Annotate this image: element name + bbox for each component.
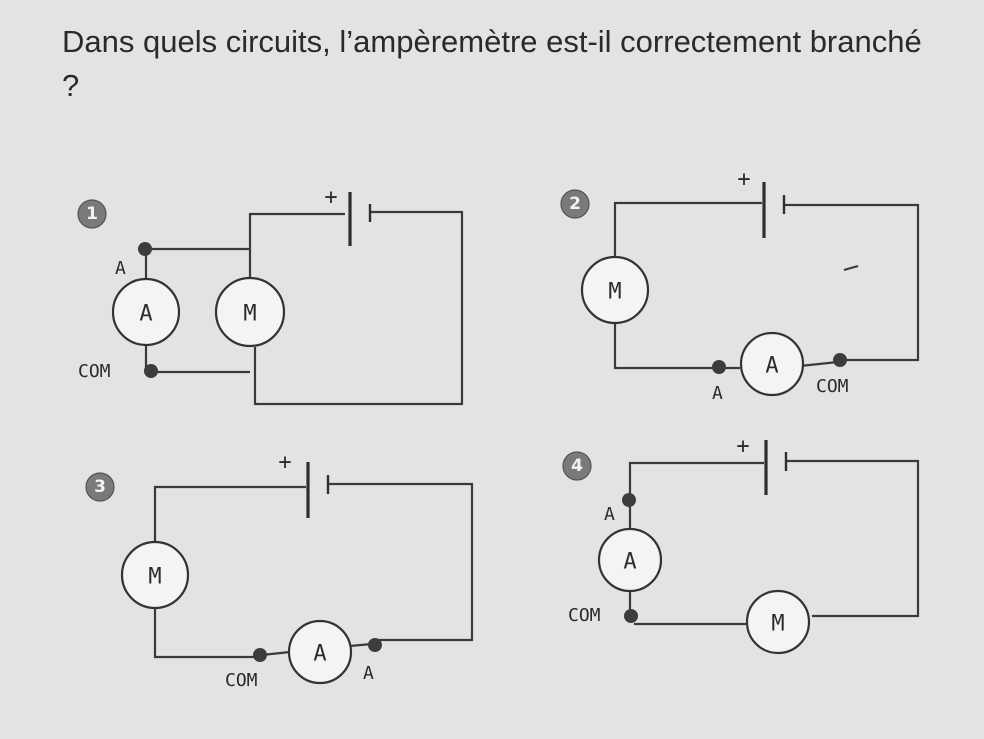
circuit-1-battery: + bbox=[324, 185, 372, 246]
circuit-4-com-label: COM bbox=[568, 605, 601, 626]
circuit-1-motor: M bbox=[214, 276, 286, 348]
circuit-3-wires bbox=[153, 482, 474, 659]
circuit-2-plus-label: + bbox=[737, 167, 750, 192]
circuit-2-terminal-a bbox=[712, 360, 726, 374]
circuit-3-battery: + bbox=[278, 450, 330, 518]
circuit-4-plus-label: + bbox=[736, 434, 749, 459]
circuit-1-terminal-com bbox=[144, 364, 158, 378]
circuit-4-terminal-com bbox=[624, 609, 638, 623]
circuit-4-terminal-a bbox=[622, 493, 636, 507]
circuit-1-plus-label: + bbox=[324, 185, 337, 210]
circuit-4-battery: + bbox=[736, 434, 788, 495]
circuit-1-a-label: A bbox=[115, 258, 126, 279]
circuit-1-com-label: COM bbox=[78, 361, 111, 382]
circuit-2-terminal-com bbox=[833, 353, 847, 367]
circuit-1-terminal-a bbox=[138, 242, 152, 256]
circuit-2-motor: M bbox=[580, 255, 650, 325]
circuit-2-battery: + bbox=[737, 167, 786, 238]
circuit-2-a-label: A bbox=[712, 383, 723, 404]
circuit-4-a-label: A bbox=[604, 504, 615, 525]
circuit-3-a-label: A bbox=[363, 663, 374, 684]
circuit-3-motor: M bbox=[120, 540, 190, 610]
circuit-1-ammeter: A bbox=[111, 277, 181, 347]
circuit-3-terminal-a bbox=[368, 638, 382, 652]
svg-text:2: 2 bbox=[569, 194, 581, 214]
svg-text:A: A bbox=[765, 354, 778, 379]
svg-text:4: 4 bbox=[571, 456, 583, 476]
circuit-2-ammeter: A bbox=[739, 331, 805, 397]
svg-text:1: 1 bbox=[86, 204, 98, 224]
svg-text:A: A bbox=[139, 302, 152, 327]
question-text: Dans quels circuits, l’ampèremètre est-i… bbox=[62, 24, 922, 103]
circuit-3-badge: 3 bbox=[85, 472, 115, 502]
svg-text:M: M bbox=[608, 280, 621, 305]
circuit-2: 2 + M A A COM bbox=[560, 167, 920, 404]
circuit-4-ammeter: A bbox=[597, 527, 663, 593]
svg-text:A: A bbox=[623, 550, 636, 575]
circuit-1-badge: 1 bbox=[77, 199, 107, 229]
circuit-4-badge: 4 bbox=[562, 451, 592, 481]
circuit-1-wires bbox=[144, 210, 464, 406]
circuit-3: 3 + M A COM A bbox=[85, 450, 474, 691]
circuit-4-motor: M bbox=[745, 589, 811, 655]
circuit-3-plus-label: + bbox=[278, 450, 291, 475]
circuit-4: 4 + A M A COM bbox=[562, 434, 920, 655]
svg-text:A: A bbox=[313, 642, 326, 667]
svg-text:M: M bbox=[771, 612, 784, 637]
svg-text:M: M bbox=[243, 302, 256, 327]
circuit-3-terminal-com bbox=[253, 648, 267, 662]
svg-text:3: 3 bbox=[94, 477, 106, 497]
circuit-1: 1 + A M A COM bbox=[77, 185, 464, 406]
circuit-3-ammeter: A bbox=[287, 619, 353, 685]
circuit-3-com-label: COM bbox=[225, 670, 258, 691]
svg-text:M: M bbox=[148, 565, 161, 590]
circuit-2-badge: 2 bbox=[560, 189, 590, 219]
circuit-2-com-label: COM bbox=[816, 376, 849, 397]
